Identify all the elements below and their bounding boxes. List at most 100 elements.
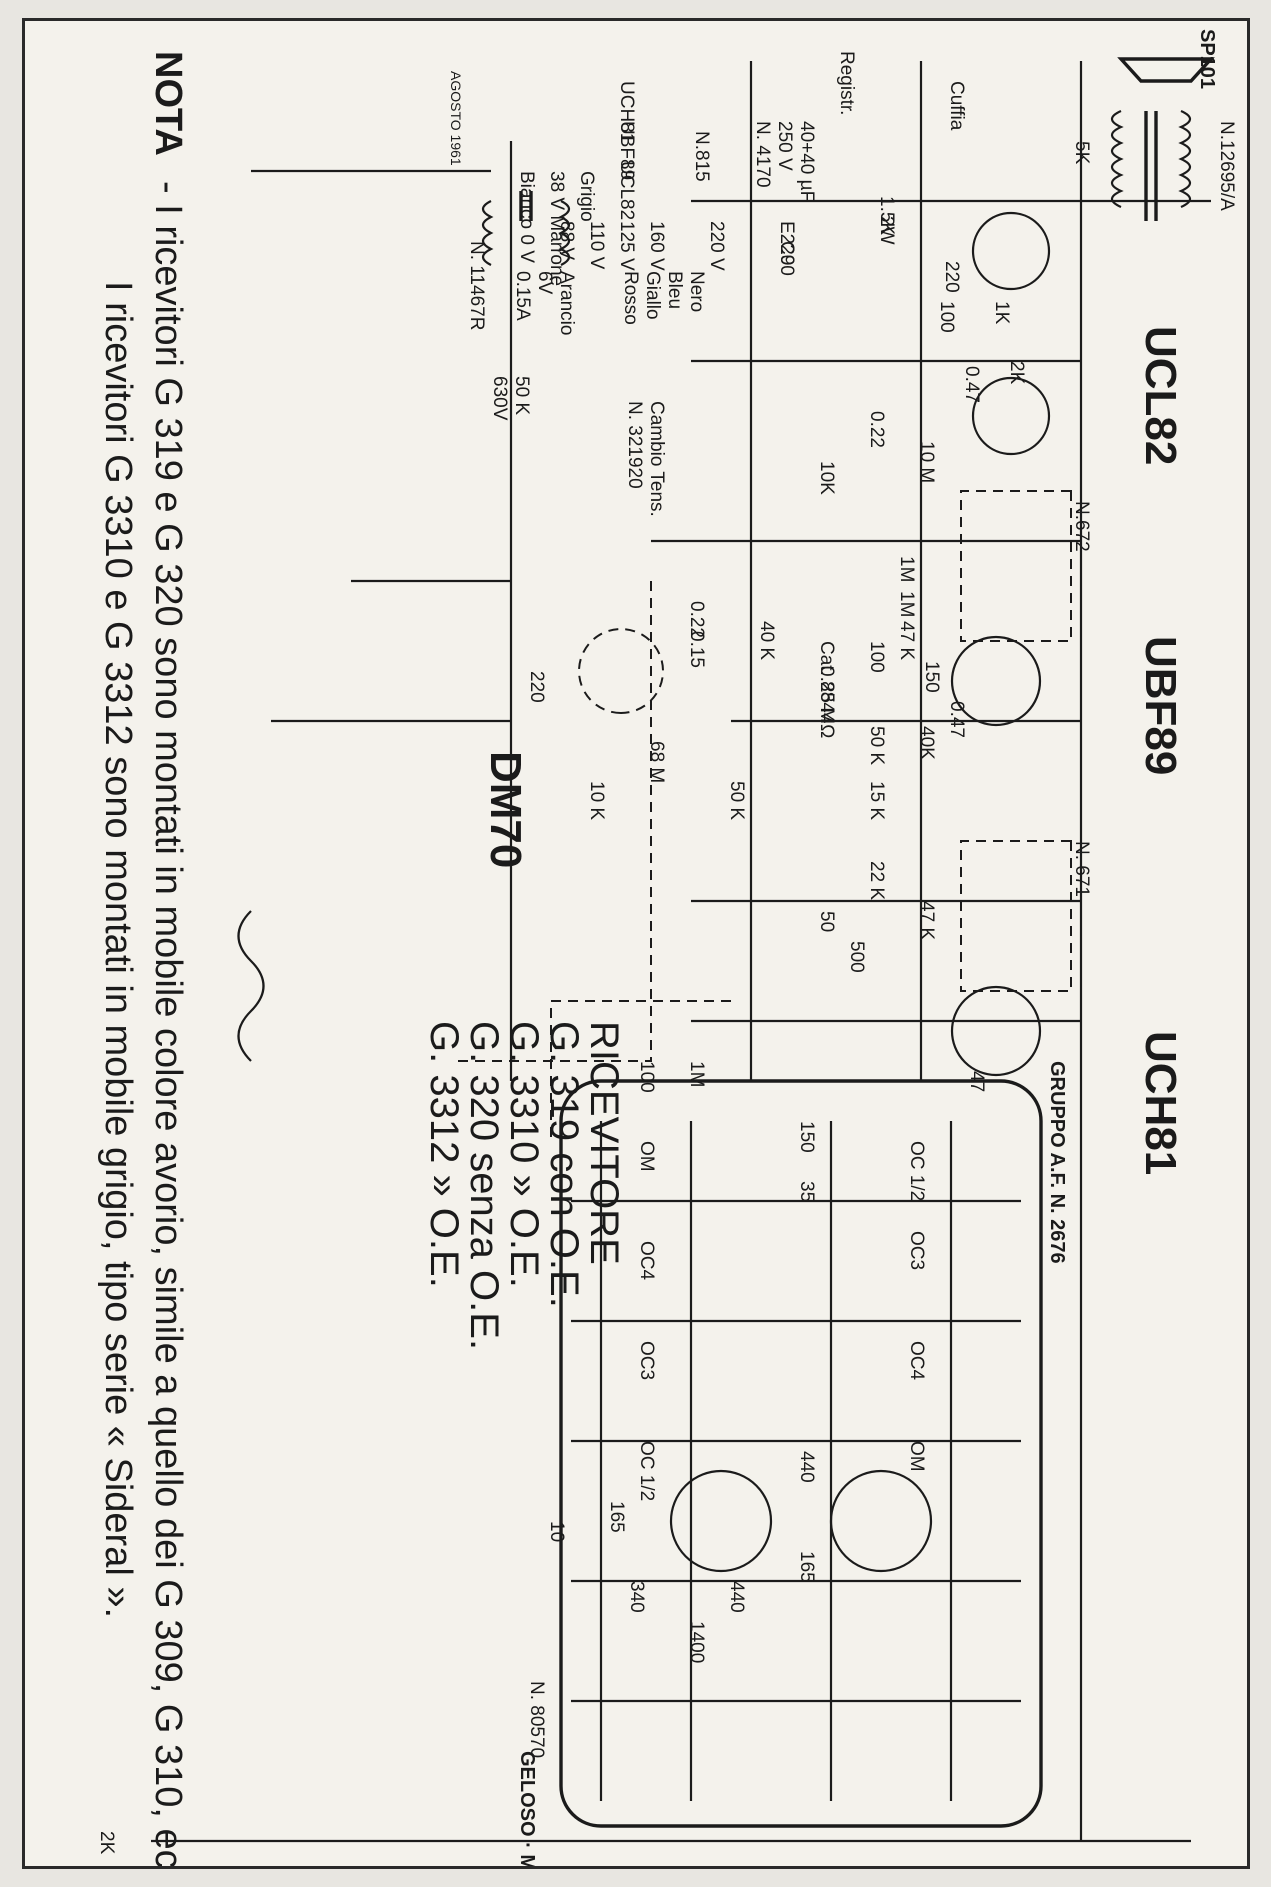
tube-dm70-symbol (578, 628, 664, 714)
rf-cap-165-a: 165 (796, 1551, 817, 1583)
resistor-220-b-label: 220 (526, 671, 547, 703)
resistor-68m-label: 68 M (646, 741, 667, 783)
tap-110v: 110 V (586, 221, 607, 270)
tube-uch81-label: UCH81 (1136, 1031, 1185, 1175)
tube-ubf89-label: UBF89 (1136, 636, 1185, 775)
resistor-1m-label: 1M (896, 556, 917, 582)
dashed-line-2 (550, 1000, 731, 1141)
tap-125v: 125 V (616, 221, 637, 271)
resistor-15k-label: 15 K (866, 781, 887, 820)
if-n672-label: N.672 (1071, 501, 1092, 552)
wiring (151, 61, 1211, 1843)
potentiometer-cat-label: Cat. 8844 (816, 641, 837, 724)
tap-bianco-0v: Bianco 0 V (516, 171, 537, 263)
rf-cap-10: 10 (546, 1521, 567, 1542)
rf-om-b: OM (636, 1141, 657, 1172)
headphone-label: Cuffia (946, 81, 967, 131)
power-transformer-label: N. 11467R (466, 241, 487, 330)
tap-grigio: Grigio (576, 171, 597, 222)
tap-160v: 160 V (646, 221, 667, 271)
resistor-47k-b-label: 47 K (916, 901, 937, 940)
tap-88v: 88 V (556, 221, 577, 260)
rf-oc4-b: OC4 (636, 1241, 657, 1281)
rotated-content: UCL82 UBF89 UCH81 DM70 SP101 N.12695/A C… (26, 21, 1251, 1887)
rf-cap-100: 100 (636, 1061, 657, 1093)
heater-ubf89: UBF89 (616, 121, 637, 180)
capacitor-5k-label: 5K (1071, 141, 1092, 165)
receiver-row-2: G. 3310 » O.E. (502, 1021, 546, 1288)
capacitor-630v-label: 630V (489, 376, 510, 421)
resistor-47-label: 47 (966, 1071, 987, 1092)
rf-group-box (559, 1079, 1043, 1828)
rf-om-a: OM (906, 1441, 927, 1472)
receiver-row-4: G. 3312 » O.E. (422, 1021, 466, 1288)
resistor-220-label: 220 (941, 261, 962, 293)
capacitor-40k-a-label: 40K (916, 726, 937, 760)
capacitor-n4170-label: N. 4170 (752, 121, 773, 188)
capacitor-50-label: 50 (816, 911, 837, 932)
resistor-1k-label: 1K (991, 301, 1012, 325)
tap-38v-marrone: 38 V Marrone (546, 171, 567, 286)
capacitor-022-label: 0.22 (686, 601, 707, 638)
resistor-22k-label: 22 K (866, 861, 887, 900)
resistor-047-b-label: 0.47 (946, 701, 967, 738)
capacitor-150-label: 150 (921, 661, 942, 693)
capacitor-250v-label: 250 V (774, 121, 795, 171)
power-transformer (481, 191, 571, 266)
rf-oc4-a: OC4 (906, 1341, 927, 1381)
speaker-label: SP101 (1196, 29, 1218, 89)
tap-arancio: Arancio (556, 271, 577, 335)
rf-oc3-a: OC3 (906, 1231, 927, 1270)
heater-uch81: UCH81 (616, 81, 637, 143)
note-line-1: - I ricevitori G 319 e G 320 sono montat… (147, 181, 189, 1866)
rf-cap-340: 340 (626, 1581, 647, 1613)
rf-cap-440-a: 440 (796, 1451, 817, 1483)
receiver-legend: RICEVITORE G. 319 con O.E. G. 3310 » O.E… (422, 1021, 626, 1350)
voltage-selector-code: N. 321920 (624, 401, 645, 489)
capacitor-2k-label: 2K (1006, 361, 1027, 385)
if-transformer-n672 (960, 490, 1072, 642)
rectifier-label: E220 (776, 221, 797, 265)
capacitor-100-b-label: 100 (866, 641, 887, 673)
resistor-50k-label: 50 K (866, 726, 887, 765)
receiver-title: RICEVITORE (582, 1021, 626, 1265)
mains-plug (237, 910, 265, 1062)
recorder-label: Registr. (836, 51, 857, 115)
footer-note: NOTA - I ricevitori G 319 e G 320 sono m… (97, 51, 189, 1887)
resistor-1m-2-label: 1M (896, 591, 917, 617)
resistor-1-5k-label: 1.5K (876, 196, 897, 235)
heater-ucl82: UCL82 (616, 161, 637, 220)
note-heading: NOTA (147, 51, 189, 156)
rf-oc12-a: OC 1/2 (906, 1141, 927, 1201)
tap-bleu: Bleu (664, 271, 685, 309)
output-transformer-label: N.12695/A (1216, 121, 1237, 211)
rf-oc3-b: OC3 (636, 1341, 657, 1380)
resistor-2w-label: 2W (876, 216, 897, 245)
note-line-2: I ricevitori G 3310 e G 3312 sono montat… (97, 281, 139, 1618)
capacitor-10k-label: 10K (816, 461, 837, 495)
rf-tuning-cap-label: N. 80570 (526, 1681, 547, 1758)
tap-6v: 6V (534, 271, 555, 295)
potentiometer-value-label: 0.25 MΩ (816, 666, 837, 738)
antenna-cap-2k: 2K (96, 1831, 117, 1855)
capacitor-40k-b-label: 40 K (756, 621, 777, 660)
rf-group-label: GRUPPO A.F. N. 2676 (1046, 1061, 1068, 1264)
resistor-047-label: 0.47 (961, 366, 982, 403)
tap-015a: 0.15A (512, 271, 533, 321)
resistor-10m-label: 10 M (916, 441, 937, 483)
resistor-022-label: 0.22 (866, 411, 887, 448)
receiver-row-3: G. 320 senza O.E. (462, 1021, 506, 1350)
rf-cap-165-b: 165 (606, 1501, 627, 1533)
if-transformer-n671 (960, 840, 1072, 992)
tube-ubf89-symbol (950, 635, 1042, 727)
tap-rosso: Rosso (620, 271, 641, 325)
capacitor-100-label: 100 (936, 301, 957, 333)
tube-ucl82-symbol (971, 211, 1051, 456)
band-switch-1 (829, 1469, 933, 1573)
dashed-line-1 (451, 581, 652, 1062)
capacitor-40-40-label: 40+40 µF (796, 121, 817, 202)
voltage-selector-label: Cambio Tens. (646, 401, 667, 517)
capacitor-015-label: 0.15 (686, 631, 707, 668)
tube-dm70-label: DM70 (481, 751, 530, 868)
